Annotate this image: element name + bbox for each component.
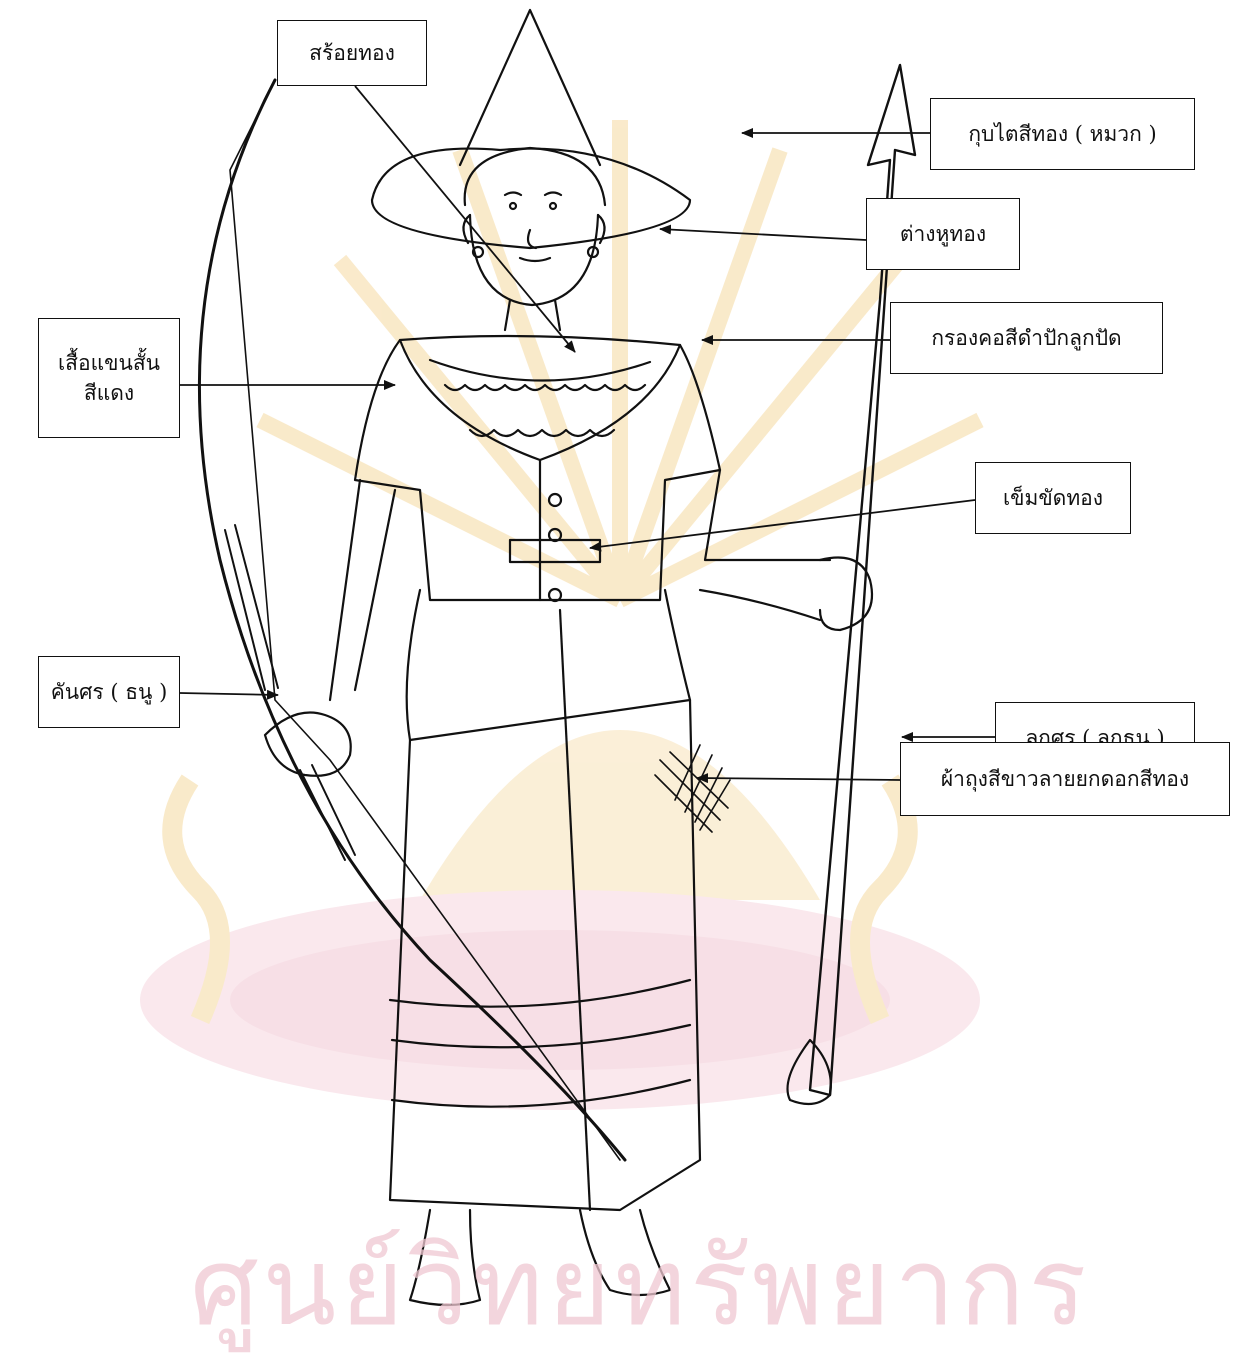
label-shirt: เสื้อแขนสั้น สีแดง [38, 318, 180, 438]
label-belt: เข็มขัดทอง [975, 462, 1131, 534]
label-necklace: กรองคอสีดำปักลูกปัด [890, 302, 1163, 374]
watermark-text: ศูนย์วิทยทรัพยากร [190, 1200, 1090, 1372]
label-sarong: ผ้าถุงสีขาวลายยกดอกสีทอง [900, 742, 1230, 816]
label-bow-text: คันศร ( ธนู ) [51, 677, 168, 707]
figure-drawing [199, 10, 915, 1305]
label-bow: คันศร ( ธนู ) [38, 656, 180, 728]
arrow-earring [660, 229, 866, 240]
label-earring-text: ต่างหูทอง [900, 219, 986, 249]
costume-illustration [0, 0, 1240, 1317]
label-hat-text: กุบไตสีทอง ( หมวก ) [968, 119, 1156, 149]
label-shirt-line1: เสื้อแขนสั้น [58, 348, 160, 378]
label-shirt-line2: สีแดง [84, 378, 134, 408]
diagram-canvas: ศูนย์วิทยทรัพยากร สร้อยทอง กุบไตสีทอง ( … [0, 0, 1240, 1317]
label-sarong-text: ผ้าถุงสีขาวลายยกดอกสีทอง [941, 764, 1189, 794]
label-hat: กุบไตสีทอง ( หมวก ) [930, 98, 1195, 170]
label-gold-chain: สร้อยทอง [277, 20, 427, 86]
label-earring: ต่างหูทอง [866, 198, 1020, 270]
label-necklace-text: กรองคอสีดำปักลูกปัด [931, 323, 1121, 353]
label-gold-chain-text: สร้อยทอง [309, 38, 395, 68]
hat-drawing [460, 10, 600, 165]
label-belt-text: เข็มขัดทอง [1003, 483, 1103, 513]
